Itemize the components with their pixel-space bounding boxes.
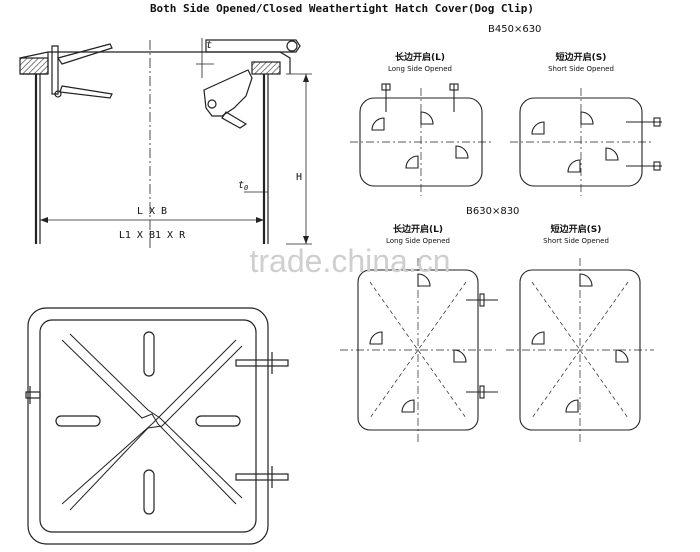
left-gasket [19, 57, 49, 75]
size-label-2: B630×830 [466, 206, 519, 217]
variant-1-long [350, 83, 492, 196]
left-dog-clip [51, 45, 59, 95]
dim-LxB-label: L X B [137, 206, 167, 217]
size-label-1: B450×630 [488, 24, 541, 35]
watermark-text: trade.china.cn [249, 243, 450, 279]
diagram-title: Both Side Opened/Closed Weathertight Hat… [150, 2, 534, 15]
slot-right [195, 415, 241, 427]
plan-hinge-stub [25, 391, 41, 399]
dim-t-label: t [206, 40, 212, 51]
plan-clip-upper [235, 359, 289, 367]
section-view [19, 38, 312, 250]
slot-left [55, 415, 101, 427]
dim-L1B1R-label: L1 X B1 X R [119, 230, 186, 241]
plan-clip-lower [235, 473, 289, 481]
plan-outer-frame [27, 307, 269, 545]
dim-H-label: H [296, 172, 302, 183]
plan-inner-frame [39, 319, 257, 533]
variant-1-short [510, 88, 662, 196]
long-en-label-2: Long Side Opened [386, 237, 450, 245]
slot-top [143, 331, 155, 377]
long-en-label-1: Long Side Opened [388, 65, 452, 73]
variant-2-short [506, 258, 654, 442]
slot-bottom [143, 469, 155, 515]
stiffener-diag-1 [61, 339, 237, 505]
short-cn-label-2: 短边开启(S) [551, 223, 602, 235]
short-cn-label-1: 短边开启(S) [556, 51, 607, 63]
right-gasket [251, 61, 281, 75]
short-en-label-1: Short Side Opened [548, 65, 614, 73]
dim-t0-label: t0 [238, 180, 248, 192]
long-cn-label-1: 长边开启(L) [395, 51, 445, 63]
plan-view [25, 307, 289, 545]
right-hinge [205, 39, 301, 53]
cover-plate [19, 51, 291, 74]
short-en-label-2: Short Side Opened [543, 237, 609, 245]
stiffener-diag-2 [61, 339, 237, 505]
long-cn-label-2: 长边开启(L) [393, 223, 443, 235]
variant-2-long [340, 258, 498, 442]
